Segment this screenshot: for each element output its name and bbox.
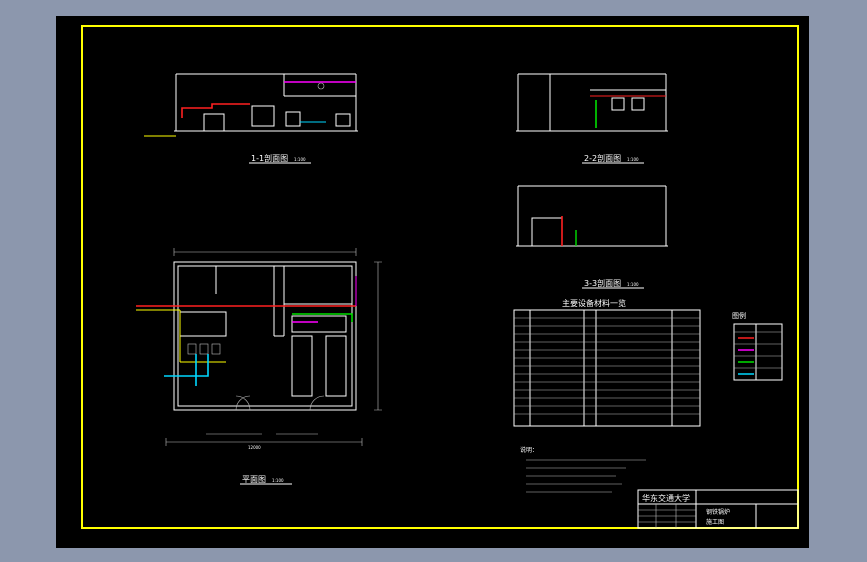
plan-total-width: 12000 bbox=[248, 445, 261, 450]
section-title-1-1: 1-1剖面图 bbox=[251, 153, 288, 163]
school-name: 华东交通大学 bbox=[642, 493, 690, 503]
section-title-2-2: 2-2剖面图 bbox=[584, 153, 621, 163]
table-title: 主要设备材料一览 bbox=[562, 298, 626, 308]
plan-scale: 1:100 bbox=[272, 478, 284, 483]
section-scale-2-2: 1:100 bbox=[627, 157, 639, 162]
section-3-3: 3-3剖面图 1:100 bbox=[516, 185, 668, 289]
section-title-3-3: 3-3剖面图 bbox=[584, 278, 621, 288]
plan-pipe-green bbox=[292, 313, 353, 322]
cad-drawing: 1-1剖面图 1:100 2-2剖面图 1:100 bbox=[81, 25, 799, 529]
drawing-sheet: 1-1剖面图 1:100 2-2剖面图 1:100 bbox=[56, 16, 809, 548]
section-1-1: 1-1剖面图 1:100 bbox=[144, 73, 358, 164]
plan-pipe-cyan bbox=[164, 354, 209, 386]
section-scale-1-1: 1:100 bbox=[294, 157, 306, 162]
legend-title: 图例 bbox=[732, 311, 746, 320]
notes-title: 说明： bbox=[520, 446, 538, 454]
section-2-2: 2-2剖面图 1:100 bbox=[516, 73, 668, 164]
drawing-border bbox=[81, 25, 799, 529]
section-scale-3-3: 1:100 bbox=[627, 282, 639, 287]
hot-pipe-red bbox=[181, 103, 250, 118]
drawing-name-1: 钢铁锅炉 bbox=[706, 508, 730, 516]
notes: 说明： bbox=[520, 446, 646, 493]
equipment-table: 主要设备材料一览 bbox=[513, 298, 701, 427]
plan-title: 平面图 bbox=[242, 475, 266, 484]
floor-plan: 12000 平面图 1:100 bbox=[136, 248, 382, 485]
title-block: 华东交通大学 钢铁锅炉 施工图 bbox=[637, 489, 799, 529]
drawing-name-2: 施工图 bbox=[706, 518, 724, 526]
legend: 图例 bbox=[732, 311, 783, 381]
